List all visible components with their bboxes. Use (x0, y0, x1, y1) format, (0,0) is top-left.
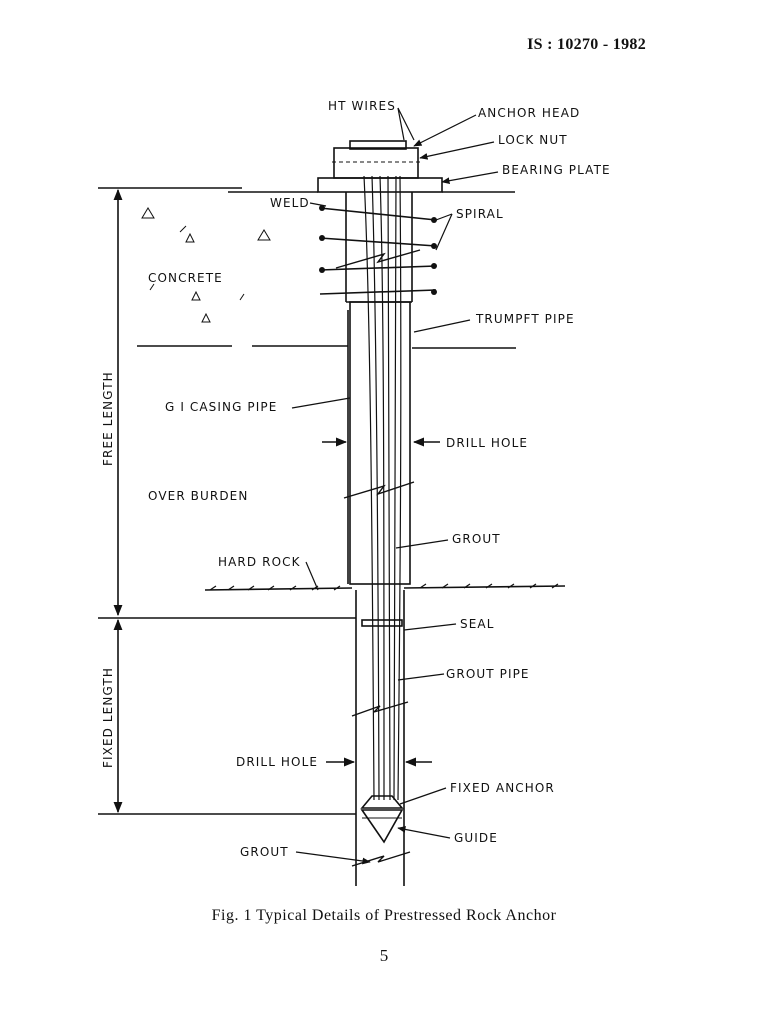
label-anchor-head: ANCHOR HEAD (478, 106, 580, 120)
guide (360, 809, 404, 844)
anchor-head (333, 147, 419, 179)
label-grout-lower: GROUT (240, 845, 289, 859)
label-grout-pipe: GROUT PIPE (446, 667, 530, 681)
gi-casing-pipe (349, 301, 411, 585)
label-fixed-length: FIXED LENGTH (101, 667, 115, 768)
label-lock-nut: LOCK NUT (498, 133, 568, 147)
standard-number: IS : 10270 - 1982 (527, 36, 646, 53)
label-guide: GUIDE (454, 831, 498, 845)
label-concrete: CONCRETE (148, 271, 223, 285)
label-weld: WELD (270, 196, 310, 210)
fixed-anchor (360, 795, 404, 809)
lock-nut (349, 140, 407, 150)
label-seal: SEAL (460, 617, 495, 631)
ht-wires (363, 175, 397, 801)
label-drill-hole-upper: DRILL HOLE (446, 436, 528, 450)
seal (361, 619, 403, 627)
label-hard-rock: HARD ROCK (218, 555, 301, 569)
label-spiral: SPIRAL (456, 207, 504, 221)
label-over-burden: OVER BURDEN (148, 489, 248, 503)
label-bearing-plate: BEARING PLATE (502, 163, 611, 177)
concrete-aggregate (141, 207, 271, 323)
label-grout-upper: GROUT (452, 532, 501, 546)
label-free-length: FREE LENGTH (101, 371, 115, 466)
page-number: 5 (379, 946, 389, 965)
label-fixed-anchor: FIXED ANCHOR (450, 781, 555, 795)
figure-caption: Fig. 1 Typical Details of Prestressed Ro… (211, 907, 557, 924)
label-trumpet-pipe: TRUMPFT PIPE (475, 312, 575, 326)
label-drill-hole-lower: DRILL HOLE (236, 755, 318, 769)
spiral (319, 207, 437, 295)
trumpet-pipe (345, 192, 413, 302)
label-ht-wires: HT WIRES (328, 99, 396, 113)
label-gi-casing-pipe: G I CASING PIPE (165, 400, 277, 414)
drill-hole (355, 590, 405, 886)
